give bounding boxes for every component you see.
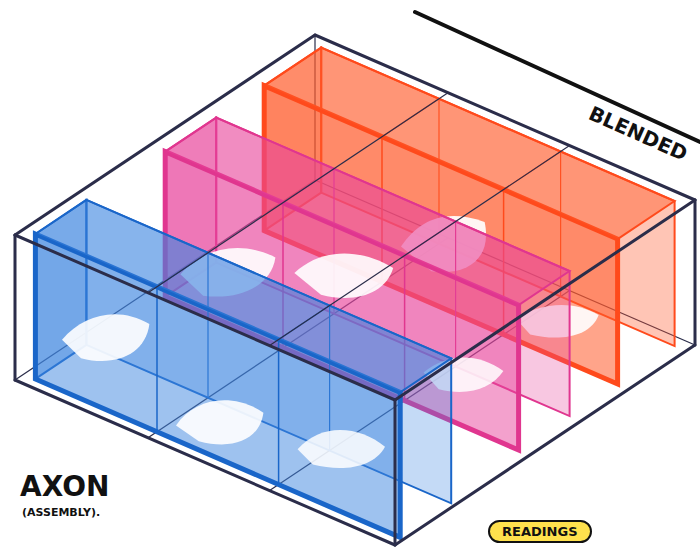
box-edge [694,200,697,345]
tag-text: READINGS [502,524,578,539]
dimension-line [415,12,700,142]
box-edge [15,235,395,400]
box-edge [315,35,695,200]
box-edge [15,380,395,545]
grid-line [270,146,570,346]
box-edge [395,200,695,400]
void-cutout [298,406,385,496]
box-edge [15,35,315,235]
dimension-label: BLENDED [585,101,691,166]
reading-tag: READINGS [488,520,592,543]
outer-box [15,35,695,545]
divider [156,287,158,432]
drawing-title: AXON [20,470,110,503]
divider [278,340,280,485]
drawing-subtitle: (ASSEMBLY). [22,506,100,519]
grid-line [148,93,448,293]
void-cutout [62,286,149,388]
box-edge [14,235,17,380]
box-edge [394,400,397,545]
box-edge [395,345,695,545]
